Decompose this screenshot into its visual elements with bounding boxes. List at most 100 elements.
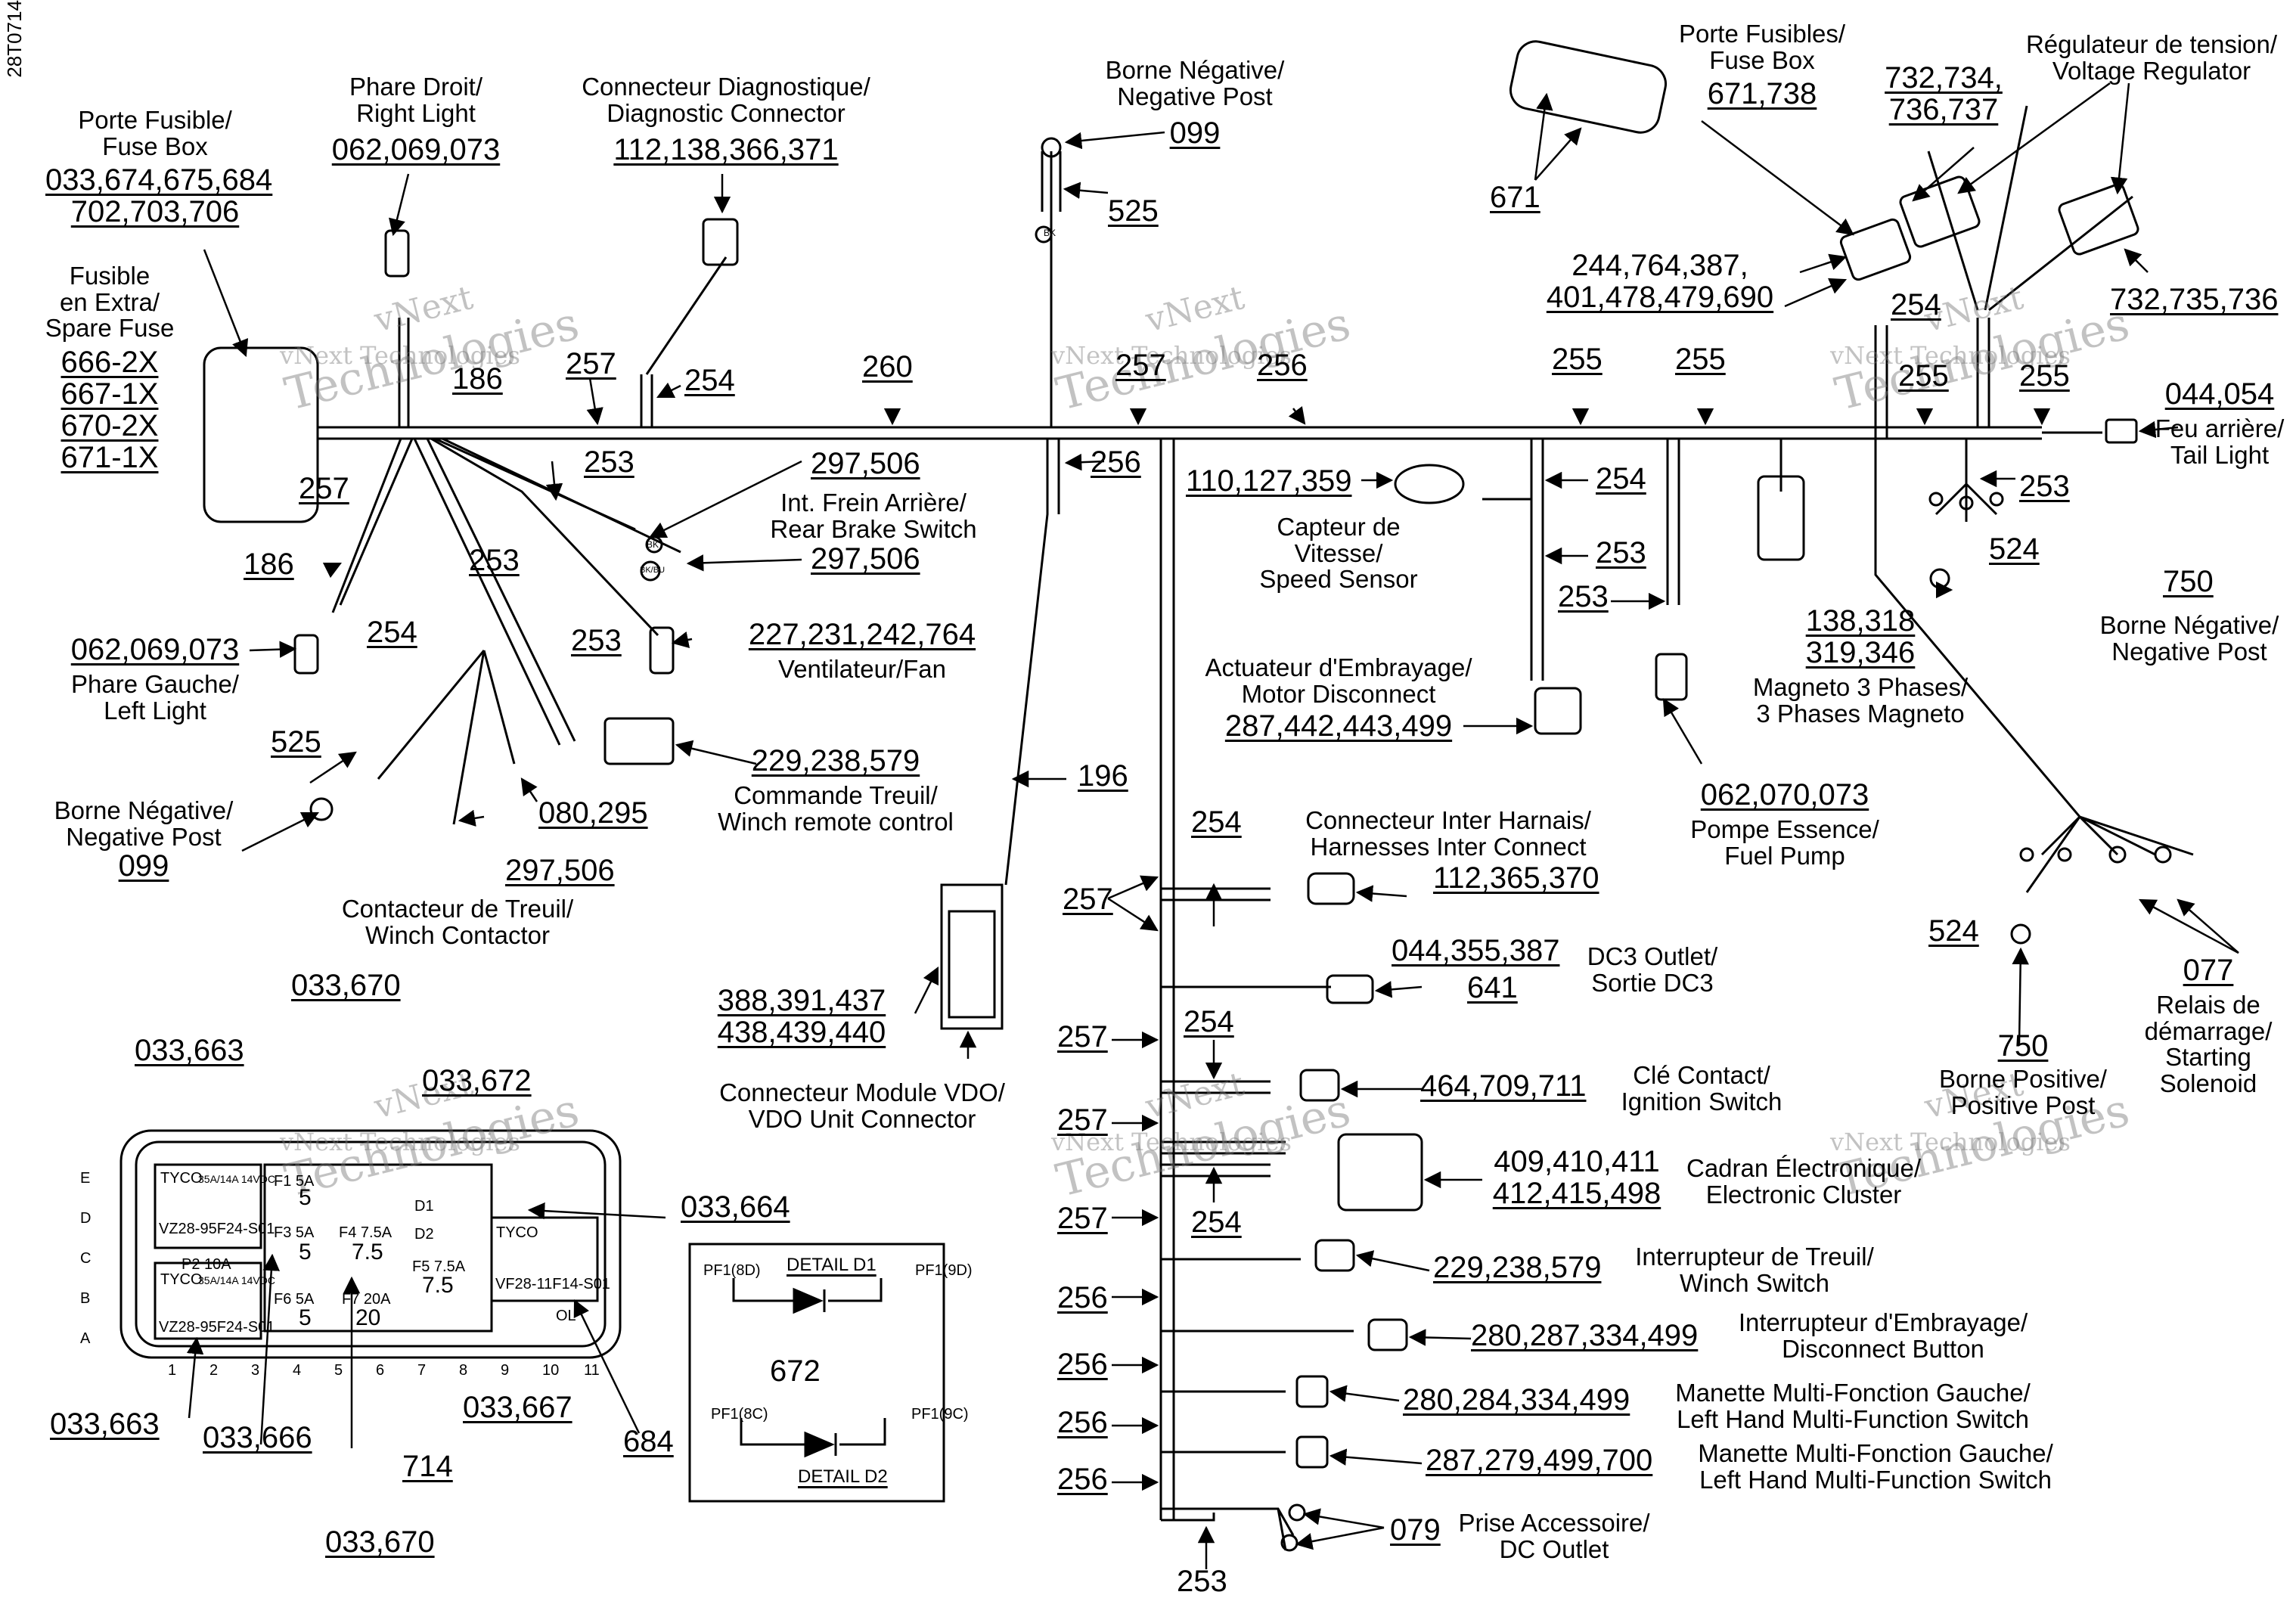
motor-disconnect-label: Actuateur d'Embrayage/Motor Disconnect 2…	[1205, 653, 1472, 743]
code-033-667: 033,667	[463, 1391, 572, 1424]
grid-row-label: E	[80, 1170, 91, 1187]
drawing-code: 28T0714	[3, 0, 26, 78]
fuse-f3-label: F3 5A	[274, 1224, 315, 1241]
wire-257: 257	[1057, 1202, 1108, 1235]
wire-254: 254	[367, 616, 417, 649]
fuse-f4-label: F4 7.5A	[339, 1224, 392, 1241]
wire-253: 253	[2019, 470, 2070, 503]
wire-255: 255	[1552, 343, 1603, 376]
grid-col-label: 8	[459, 1362, 468, 1379]
fuse-f7-label: F7 20A	[342, 1291, 391, 1308]
grid-row-label: D	[80, 1210, 92, 1227]
pf-8d: PF1(8D)	[703, 1262, 761, 1279]
fuse-part-number: VZ28-95F24-S01	[159, 1319, 275, 1336]
fuse-f6-value: 5	[299, 1305, 312, 1330]
fuse-box-right-label: Porte Fusibles/Fuse Box 671,738	[1678, 20, 1846, 111]
diode-d1-label: D1	[414, 1198, 434, 1215]
code-714: 714	[402, 1450, 453, 1483]
wire-257: 257	[1057, 1103, 1108, 1137]
grid-col-label: 4	[293, 1362, 302, 1379]
wire-253: 253	[469, 544, 520, 577]
rear-brake-codes-a: 297,506	[811, 447, 920, 480]
wire-524-bottom: 524	[1928, 914, 1979, 948]
fuse-ol-label: OL	[556, 1308, 576, 1324]
wire-253: 253	[1558, 580, 1609, 613]
voltage-reg-codes-b: 732,735,736	[2110, 283, 2279, 316]
neg-post-right-codes: 750	[2163, 565, 2214, 598]
wire-260: 260	[862, 350, 913, 383]
wire-525-left: 525	[271, 725, 321, 759]
pos-post-label: 750 Borne Positive/Positive Post	[1939, 1029, 2107, 1119]
wire-253: 253	[571, 624, 622, 657]
branch-253-a	[434, 437, 681, 554]
wire-253: 253	[584, 445, 635, 479]
branch-254-left	[413, 438, 576, 746]
code-033-670-top: 033,670	[291, 969, 401, 1002]
grid-row-label: B	[80, 1290, 91, 1307]
neg-post-top-label: Borne Négative/Negative Post 099	[1105, 56, 1285, 150]
fuse-rating: 35A/14A 14VDC	[198, 1274, 275, 1286]
wire-186: 186	[452, 362, 503, 396]
branch-neg-post-top	[1041, 151, 1062, 427]
harness-inter-codes: 112,365,370	[1433, 861, 1599, 895]
winch-switch-label: Interrupteur de Treuil/Winch Switch	[1635, 1243, 1874, 1297]
dc3-label: DC3 Outlet/Sortie DC3	[1587, 942, 1718, 997]
fuse-f5-label: F5 7.5A	[412, 1258, 466, 1275]
wire-255: 255	[1675, 343, 1726, 376]
cluster-label: Cadran Électronique/Electronic Cluster	[1686, 1154, 1922, 1209]
wire-186: 186	[244, 548, 294, 581]
fuse-box-top-left	[203, 346, 319, 523]
lh-mfs-1-codes: 280,284,334,499	[1403, 1383, 1630, 1416]
grid-col-label: 7	[417, 1362, 427, 1379]
wire-196: 196	[1078, 759, 1128, 793]
lh-mfs-1-label: Manette Multi-Fonction Gauche/Left Hand …	[1675, 1379, 2031, 1433]
wire-256: 256	[1057, 1348, 1108, 1381]
wire-254: 254	[1891, 288, 1941, 321]
branch-186	[331, 438, 414, 613]
main-harness	[318, 426, 2042, 440]
fuse-f3-value: 5	[299, 1240, 312, 1264]
lh-mfs-2-label: Manette Multi-Fonction Gauche/Left Hand …	[1698, 1439, 2053, 1494]
fuse-box-detail	[119, 1129, 622, 1359]
wire-254: 254	[1191, 1205, 1242, 1239]
left-light-label: 062,069,073 Phare Gauche/Left Light	[70, 633, 240, 725]
wire-256: 256	[1057, 1281, 1108, 1314]
tag-bk: BK	[1044, 228, 1056, 238]
fuse-f6-label: F6 5A	[274, 1291, 315, 1308]
winch-remote-label: 229,238,579 Commande Treuil/Winch remote…	[718, 744, 954, 836]
diagnostic-connector-label: Connecteur Diagnostique/Diagnostic Conne…	[582, 73, 870, 167]
wire-257: 257	[299, 472, 349, 505]
grid-col-label: 6	[376, 1362, 385, 1379]
pf-8c: PF1(8C)	[711, 1406, 768, 1423]
fuse-rating: 35A/14A 14VDC	[198, 1173, 275, 1185]
winch-switch-codes: 229,238,579	[1433, 1251, 1602, 1284]
connector-671: 671	[1490, 181, 1540, 214]
disconnect-btn-label: Interrupteur d'Embrayage/Disconnect Butt…	[1738, 1308, 2028, 1363]
wire-525-top: 525	[1108, 194, 1159, 228]
dc3-codes-b: 641	[1467, 971, 1518, 1004]
winch-contactor-codes-a: 080,295	[538, 796, 648, 830]
grid-col-label: 11	[584, 1362, 600, 1379]
code-033-664: 033,664	[681, 1190, 790, 1224]
wire-254: 254	[1184, 1005, 1234, 1038]
fuse-box-left-label: Porte Fusible/Fuse Box 033,674,675,684 7…	[45, 106, 273, 229]
rear-brake-label: Int. Frein Arrière/Rear Brake Switch	[770, 489, 977, 543]
pf-9d: PF1(9D)	[915, 1262, 973, 1279]
tyco-logo: TYCO	[496, 1224, 538, 1241]
ignition-codes: 464,709,711	[1420, 1069, 1587, 1103]
trunk-down	[1159, 439, 1175, 1520]
tail-light-label: 044,054 Feu arrière/Tail Light	[2155, 377, 2285, 469]
fuse-f4-value: 7.5	[352, 1240, 383, 1264]
tag-bk: BK	[647, 539, 659, 550]
code-684: 684	[623, 1425, 674, 1458]
grid-col-label: 3	[251, 1362, 260, 1379]
wire-257: 257	[1057, 1020, 1108, 1053]
disconnect-btn-codes: 280,287,334,499	[1471, 1319, 1699, 1352]
fuse-part-number: VF28-11F14-S01	[495, 1276, 610, 1292]
detail-panel	[688, 1243, 945, 1503]
code-033-663-bottom: 033,663	[50, 1407, 160, 1441]
code-672: 672	[770, 1354, 821, 1388]
